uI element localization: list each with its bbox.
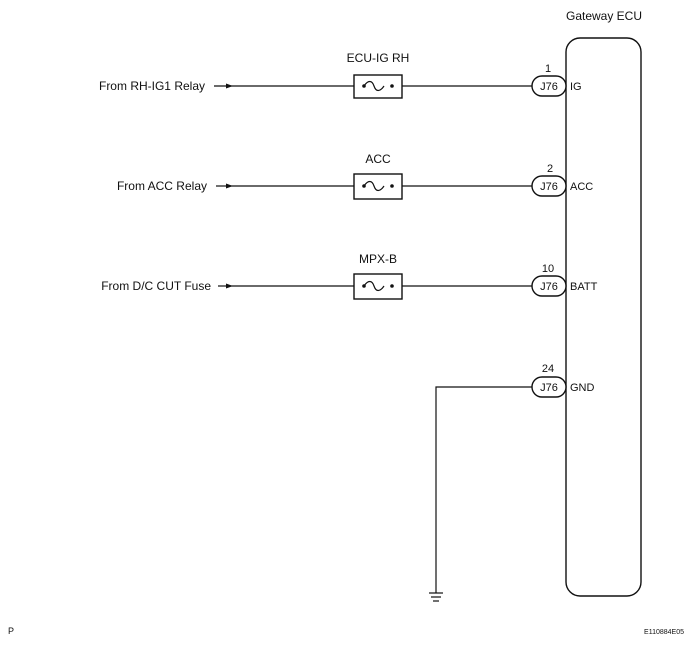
- ground-wire: [435, 386, 532, 593]
- arrow-right-icon: [226, 83, 233, 89]
- circuit-acc: From ACC Relay ACC 2 J76 ACC: [117, 152, 593, 200]
- connector-code: J76: [540, 382, 558, 394]
- connector-oval: [531, 175, 567, 197]
- fuse-icon: [363, 280, 385, 292]
- source-label: From RH-IG1 Relay: [99, 79, 205, 93]
- terminal-label: IG: [570, 81, 582, 93]
- connector-code: J76: [540, 281, 558, 293]
- circuit-ig: From RH-IG1 Relay ECU-IG RH 1 J76 IG: [99, 51, 582, 99]
- terminal-label: ACC: [570, 181, 593, 193]
- connector-oval: [531, 275, 567, 297]
- source-label: From D/C CUT Fuse: [101, 279, 211, 293]
- pin-number: 2: [547, 163, 553, 175]
- ground-icon: [429, 592, 443, 602]
- fuse-box: [353, 74, 403, 99]
- fuse-label: ACC: [365, 152, 391, 166]
- connector-code: J76: [540, 181, 558, 193]
- circuit-gnd: 24 J76 GND: [429, 363, 595, 602]
- fuse-label: ECU-IG RH: [347, 51, 410, 65]
- fuse-box: [353, 173, 403, 200]
- pin-number: 24: [542, 363, 554, 375]
- terminal-label: BATT: [570, 281, 598, 293]
- gateway-ecu-block: [565, 37, 642, 597]
- fuse-box: [353, 273, 403, 300]
- page-code-left: P: [8, 626, 14, 636]
- circuit-batt: From D/C CUT Fuse MPX-B 10 J76 BATT: [101, 252, 598, 300]
- figure-code: E110884E05: [644, 629, 684, 636]
- fuse-icon: [363, 80, 385, 92]
- connector-oval: [531, 75, 567, 97]
- arrow-right-icon: [226, 283, 233, 289]
- terminal-label: GND: [570, 382, 595, 394]
- ecu-title: Gateway ECU: [566, 9, 642, 23]
- fuse-label: MPX-B: [359, 252, 397, 266]
- connector-code: J76: [540, 81, 558, 93]
- pin-number: 10: [542, 263, 554, 275]
- source-label: From ACC Relay: [117, 179, 207, 193]
- arrow-right-icon: [226, 183, 233, 189]
- fuse-icon: [363, 180, 385, 192]
- pin-number: 1: [545, 63, 551, 75]
